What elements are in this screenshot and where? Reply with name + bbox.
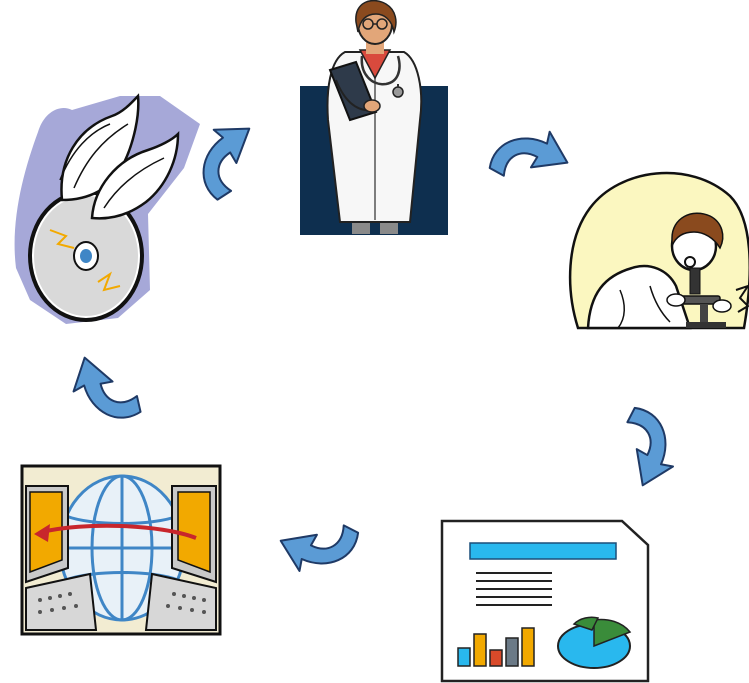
report-pie-chart [557,616,632,669]
flow-arrow-report-to-network [272,505,361,587]
report-with-charts-icon [440,519,650,683]
report-node [440,519,650,683]
scientist-node [568,171,749,330]
doctor-with-clipboard-icon [326,0,423,234]
data-disc-node [14,93,201,324]
winged-cd-icon [14,93,201,324]
scientist-microscope-icon [568,171,749,330]
computers-network-globe-icon [20,464,222,636]
flow-arrow-doctor-to-scientist [487,114,577,198]
network-node [20,464,222,636]
report-bar-chart [457,627,535,667]
flow-arrow-network-to-disc [62,344,144,433]
flow-arrow-scientist-to-report [607,405,689,494]
doctor-node [300,0,448,235]
